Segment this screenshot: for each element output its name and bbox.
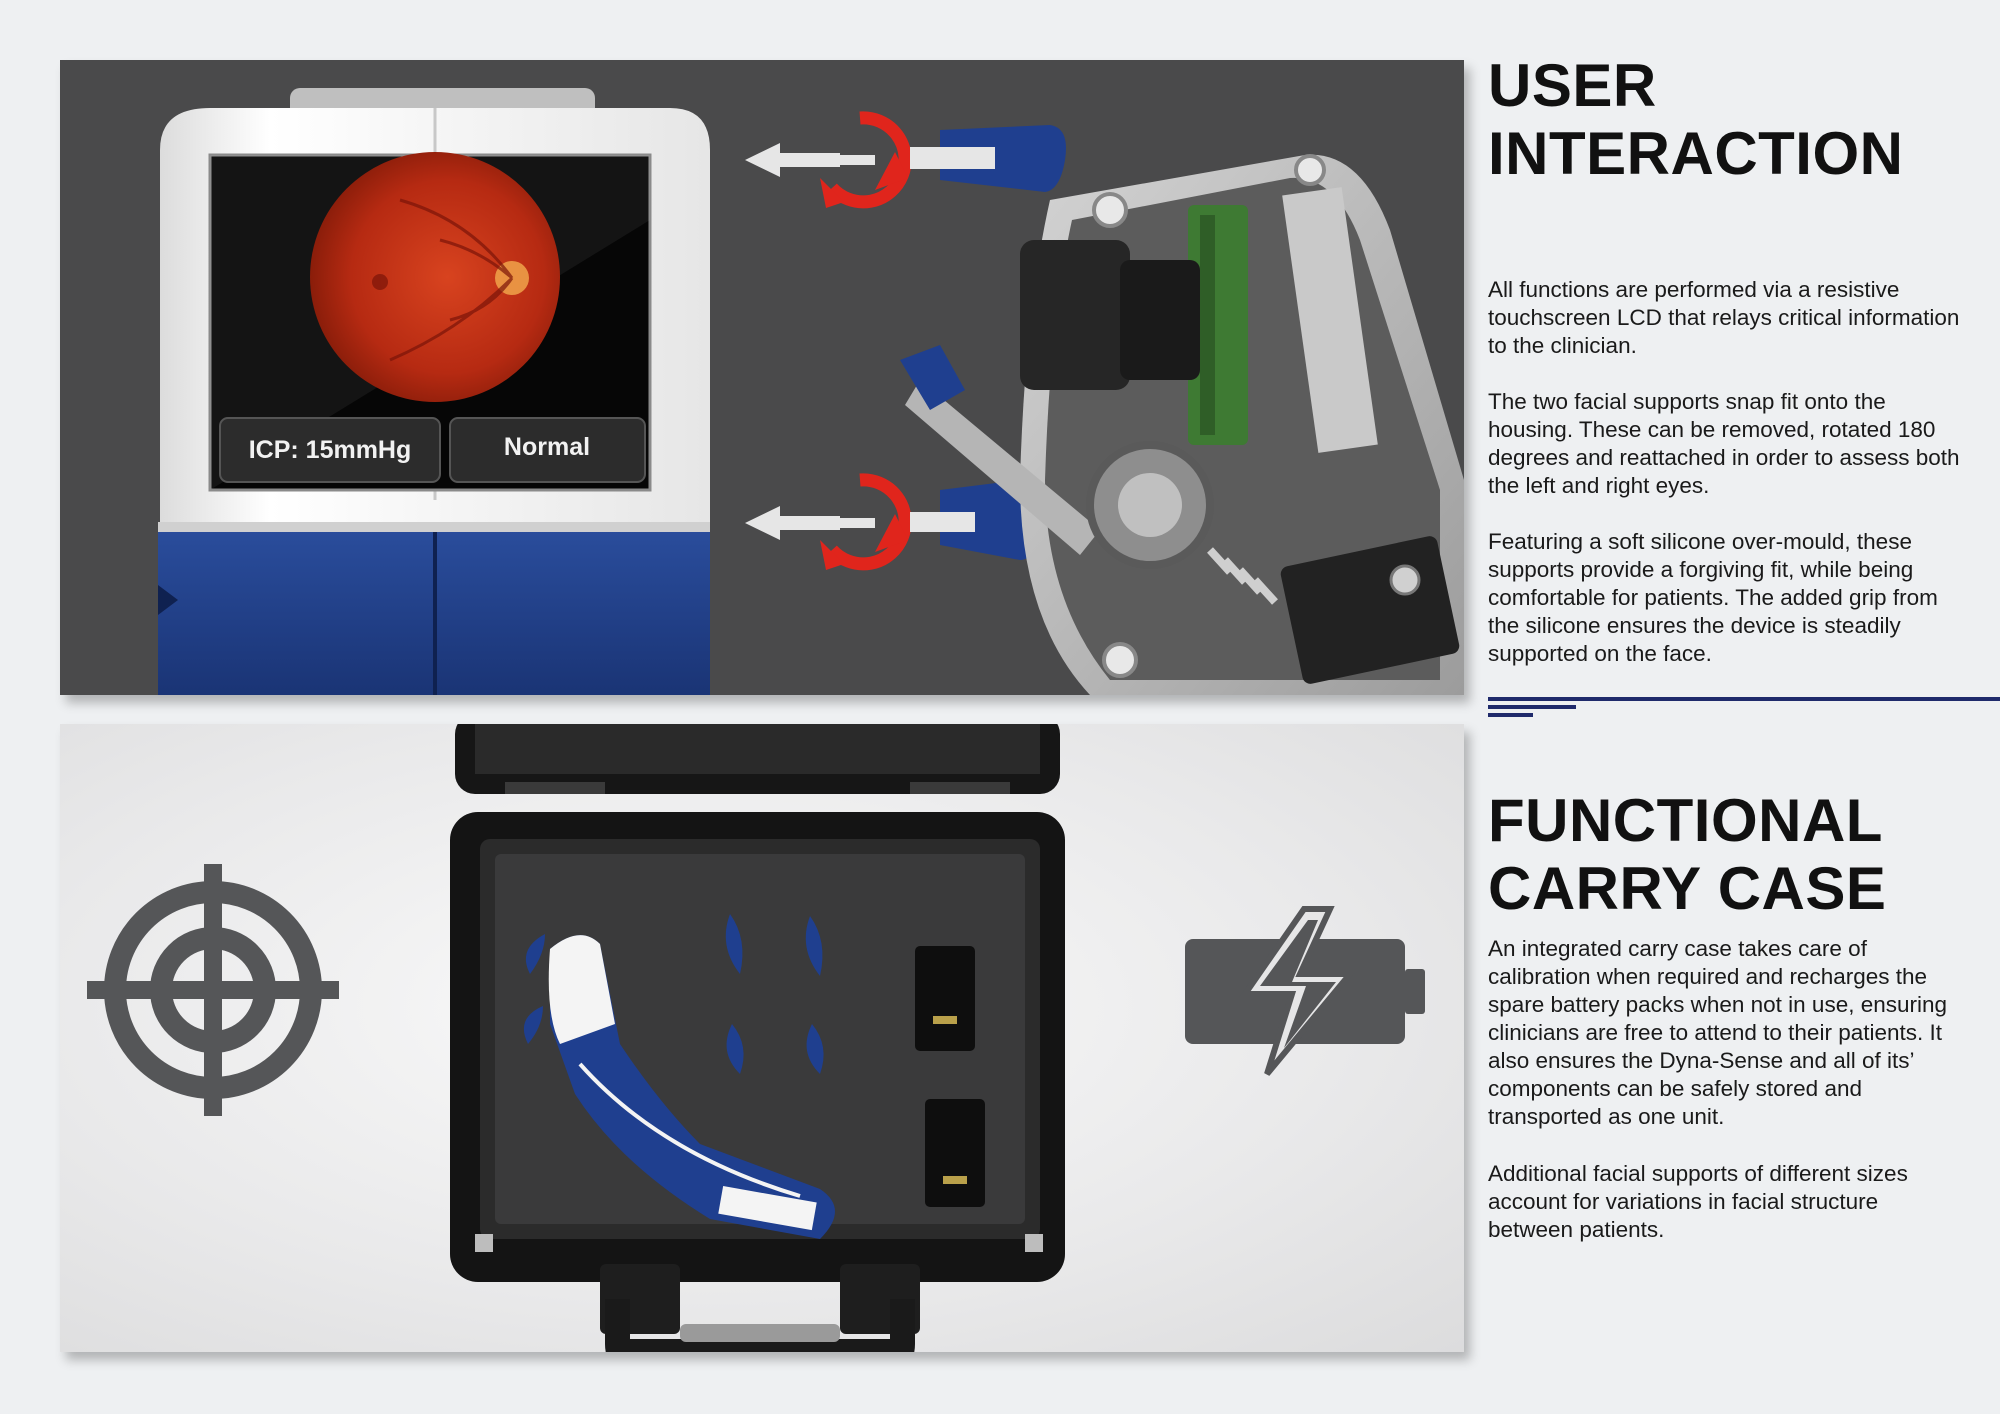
- rotate-arrow-icon: [820, 473, 912, 571]
- battery-charging-icon: [1185, 906, 1425, 1076]
- lens-assembly: [1020, 240, 1130, 390]
- retina-image: [310, 152, 560, 402]
- carry-case-illustration: [87, 724, 1425, 1352]
- spare-battery-packs: [915, 946, 985, 1207]
- icp-button[interactable]: [219, 417, 441, 483]
- housing-cutaway: [900, 154, 1464, 695]
- spare-facial-supports: [725, 914, 824, 1074]
- crosshair-icon: [87, 864, 339, 1116]
- status-button-label: Normal: [504, 433, 590, 461]
- carry-case-paragraph-2: Additional facial supports of different …: [1488, 1161, 1908, 1242]
- user-interaction-title-line1: USER: [1488, 52, 1657, 119]
- user-interaction-render: ICP: 15mmHg Normal: [60, 60, 1464, 695]
- icp-button-label: ICP: 15mmHg: [249, 436, 412, 464]
- upper-support-indicator: [745, 111, 1066, 209]
- touchscreen-lcd: ICP: 15mmHg Normal: [208, 152, 652, 492]
- device-illustration: ICP: 15mmHg Normal: [158, 88, 1464, 695]
- section-divider: [1488, 697, 2000, 717]
- probe-shaft: [905, 380, 1100, 555]
- status-button[interactable]: [449, 417, 646, 483]
- rotate-arrow-icon: [820, 111, 912, 209]
- case-lid: [455, 724, 1060, 794]
- user-interaction-paragraph-1: All functions are performed via a resist…: [1488, 277, 1960, 358]
- user-interaction-paragraph-2: The two facial supports snap fit onto th…: [1488, 389, 1960, 498]
- spring: [1207, 547, 1278, 605]
- user-interaction-title-line2: INTERACTION: [1488, 120, 1904, 187]
- user-interaction-title: USER INTERACTION: [1488, 52, 1903, 188]
- carry-case-render: [60, 724, 1464, 1352]
- case-body: [450, 812, 1065, 1352]
- left-arrow-icon: [745, 143, 840, 177]
- lower-support-indicator: [745, 473, 1043, 571]
- carry-case-title-line1: FUNCTIONAL: [1488, 787, 1883, 854]
- dyna-sense-device: [523, 934, 835, 1239]
- user-interaction-paragraph-3: Featuring a soft silicone over-mould, th…: [1488, 529, 1938, 666]
- left-arrow-icon: [745, 506, 840, 540]
- carry-case-paragraph-1: An integrated carry case takes care of c…: [1488, 936, 1948, 1129]
- carry-case-title-line2: CARRY CASE: [1488, 855, 1887, 922]
- carry-case-title: FUNCTIONAL CARRY CASE: [1488, 787, 1886, 923]
